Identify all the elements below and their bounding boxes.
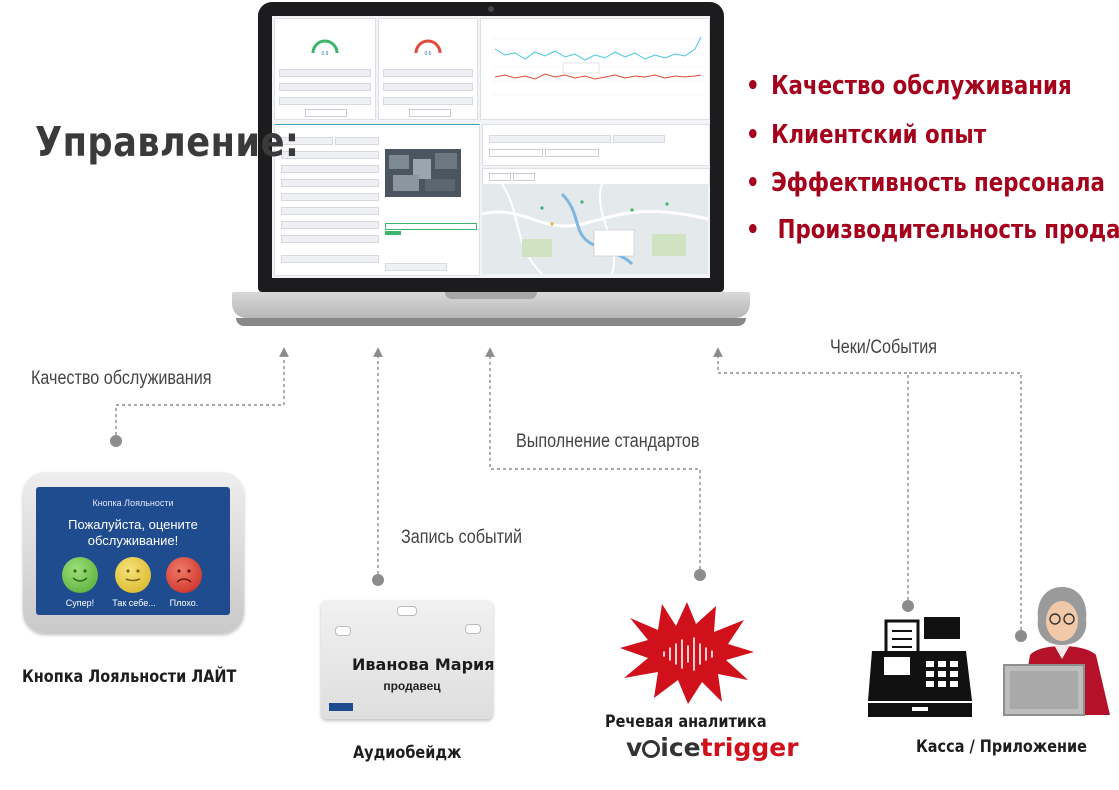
cash-register-icon bbox=[868, 617, 972, 717]
svg-text:0.6: 0.6 bbox=[425, 51, 432, 57]
connector-loyalty bbox=[115, 347, 289, 441]
flow-label-recording: Запись событий bbox=[401, 527, 523, 548]
dot-pos bbox=[902, 600, 914, 612]
loyalty-option-bad: Плохо. bbox=[169, 598, 199, 608]
speech-caption: Речевая аналитика bbox=[605, 712, 767, 732]
badge-logo bbox=[329, 703, 353, 711]
dot-badge bbox=[372, 574, 384, 586]
logo-part-ice: ice bbox=[660, 733, 701, 762]
dot-speech bbox=[694, 569, 706, 581]
management-heading: Управление: bbox=[35, 118, 300, 166]
map bbox=[482, 184, 708, 274]
laptop-foot bbox=[236, 318, 746, 326]
bad-face-icon[interactable] bbox=[166, 557, 202, 593]
dashboard-screen: 0.9 0.6 bbox=[272, 16, 710, 278]
gauge-panel-red: 0.6 bbox=[378, 18, 478, 120]
connector-pos bbox=[713, 347, 909, 606]
loyalty-caption: Кнопка Лояльности ЛАЙТ bbox=[22, 667, 237, 687]
flow-label-quality: Качество обслуживания bbox=[31, 368, 212, 389]
good-face-icon[interactable] bbox=[62, 557, 98, 593]
loyalty-option-neutral: Так себе... bbox=[112, 598, 156, 608]
bullet-customer-experience: Клиентский опыт bbox=[746, 120, 986, 150]
badge-role: продавец bbox=[383, 679, 441, 693]
cashier-person-icon bbox=[1003, 587, 1110, 716]
badge-name: Иванова Мария bbox=[352, 655, 495, 674]
dot-app bbox=[1015, 630, 1027, 642]
event-form-panel bbox=[274, 124, 480, 276]
pos-caption: Касса / Приложение bbox=[916, 737, 1087, 757]
flow-label-standards: Выполнение стандартов bbox=[516, 431, 700, 452]
logo-part-v: v bbox=[626, 733, 643, 762]
voice-burst-icon bbox=[620, 602, 754, 704]
bullet-service-quality: Качество обслуживания bbox=[746, 71, 1072, 101]
loyalty-prompt-line1: Пожалуйста, оцените bbox=[68, 517, 198, 532]
loyalty-screen-header: Кнопка Лояльности bbox=[92, 498, 174, 508]
microphone-icon bbox=[642, 740, 661, 758]
line-chart-panel bbox=[480, 18, 710, 120]
svg-text:0.9: 0.9 bbox=[322, 51, 329, 57]
flow-label-receipts: Чеки/События bbox=[830, 337, 937, 358]
laptop-camera bbox=[488, 6, 494, 12]
bullet-sales-performance: Производительность продаж bbox=[746, 215, 1119, 245]
logo-part-trigger: trigger bbox=[700, 733, 799, 762]
filter-panel bbox=[482, 124, 710, 166]
connector-speech bbox=[485, 347, 701, 575]
gauge-red: 0.6 bbox=[414, 39, 442, 57]
dot-loyalty bbox=[110, 435, 122, 447]
loyalty-device-screen bbox=[36, 487, 230, 615]
loyalty-prompt-line2: обслуживание! bbox=[87, 533, 179, 548]
loyalty-option-good: Супер! bbox=[65, 598, 95, 608]
badge-caption: Аудиобейдж bbox=[353, 743, 462, 763]
bullet-staff-efficiency: Эффективность персонала bbox=[746, 168, 1105, 198]
camera-frame bbox=[385, 149, 461, 197]
mini-line-chart bbox=[493, 36, 703, 96]
neutral-face-icon[interactable] bbox=[115, 557, 151, 593]
gauge-green: 0.9 bbox=[311, 39, 339, 57]
gauge-panel-green: 0.9 bbox=[274, 18, 376, 120]
laptop-trackpad-notch bbox=[445, 292, 537, 299]
audio-badge bbox=[321, 600, 493, 719]
